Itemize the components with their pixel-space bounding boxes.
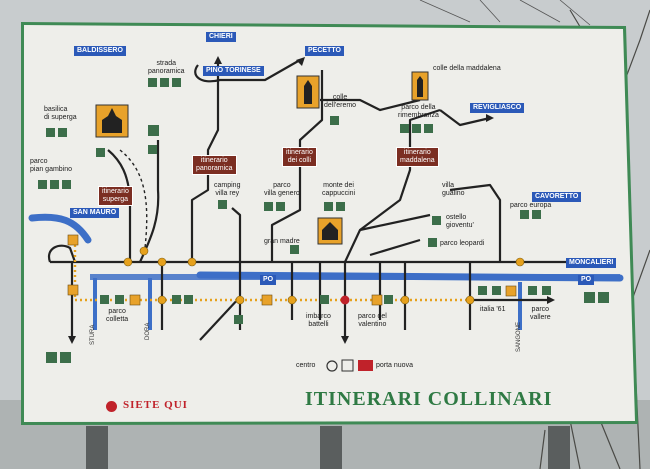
label-chieri: CHIERI bbox=[206, 32, 236, 42]
label-colle-eremo: colle dell'eremo bbox=[324, 94, 357, 109]
post-mid bbox=[320, 426, 342, 469]
yellow-pictograms bbox=[67, 234, 517, 306]
label-strada-panoramica: strada panoramica bbox=[148, 60, 185, 75]
label-centro: centro bbox=[296, 362, 316, 369]
siete-qui-label: SIETE QUI bbox=[123, 399, 188, 411]
label-parco-colletta: parco colletta bbox=[106, 308, 129, 323]
label-baldissero: BALDISSERO bbox=[74, 46, 126, 56]
superga-dashed-route bbox=[119, 149, 148, 249]
label-gran-madre: gran madre bbox=[264, 238, 300, 245]
label-basilica: basilica di superga bbox=[44, 106, 77, 121]
label-parco-leopardi: parco leopardi bbox=[440, 240, 485, 247]
label-po-river: PO bbox=[260, 275, 277, 285]
label-san-mauro: SAN MAURO bbox=[70, 208, 120, 218]
church-icon bbox=[95, 104, 129, 138]
label-revigliasco: REVIGLIASCO bbox=[470, 103, 525, 113]
post-left bbox=[86, 426, 108, 469]
label-monte-cappuccini: monte dei cappuccini bbox=[322, 182, 356, 197]
river-branches bbox=[93, 278, 522, 330]
label-parco-europa: parco europa bbox=[510, 202, 552, 209]
label-cavoretto: CAVORETTO bbox=[532, 192, 582, 202]
statue-icon bbox=[411, 71, 429, 101]
you-are-here-dot bbox=[106, 401, 117, 412]
itinerario-superga: itinerario superga bbox=[98, 186, 133, 206]
post-right bbox=[548, 426, 570, 469]
label-parco-gambino: parco pian gambino bbox=[30, 158, 73, 173]
label-villa-gualino: villa gualino bbox=[442, 182, 465, 197]
tower-icon bbox=[296, 75, 320, 109]
board-title: ITINERARI COLLINARI bbox=[305, 388, 553, 410]
label-camping: camping villa rey bbox=[214, 182, 241, 197]
you-are-here-marker bbox=[340, 295, 350, 305]
label-parco-rimembranza: parco della rimembranza bbox=[398, 104, 439, 119]
label-italia-61: italia '61 bbox=[480, 306, 506, 313]
fs-train-icon bbox=[358, 360, 373, 371]
label-dora: DORA bbox=[145, 322, 151, 340]
label-stura: STURA bbox=[90, 324, 96, 345]
label-pecetto: PECETTO bbox=[305, 46, 344, 56]
label-pino-torinese: PINO TORINESE bbox=[203, 66, 264, 76]
bare-tree-top bbox=[419, 0, 591, 26]
centro-icon bbox=[326, 360, 338, 372]
gran-madre-icon bbox=[317, 217, 343, 245]
label-moncalieri: MONCALIERI bbox=[566, 258, 617, 268]
river-po-lower bbox=[90, 274, 620, 280]
label-parco-villa-genero: parco villa genero bbox=[264, 182, 300, 197]
label-colle-maddalena: colle della maddalena bbox=[433, 65, 501, 72]
label-sangone: SANGONE bbox=[516, 321, 522, 352]
pictogram-squares bbox=[38, 78, 609, 363]
label-ostello: ostello gioventu' bbox=[446, 214, 474, 229]
label-parco-vallere: parco vallere bbox=[530, 306, 551, 321]
info-icon bbox=[341, 359, 354, 372]
itinerario-maddalena: itinerario maddalena bbox=[396, 147, 439, 167]
route-nodes bbox=[123, 246, 525, 305]
label-parco-valentino: parco del valentino bbox=[358, 313, 387, 328]
label-po-river-2: PO bbox=[578, 275, 595, 285]
itinerario-panoramica: itinerario panoramica bbox=[192, 155, 237, 175]
label-porta-nuova: porta nuova bbox=[376, 362, 413, 369]
itinerario-colli: itinerario dei colli bbox=[282, 147, 317, 167]
dotted-route bbox=[73, 245, 470, 302]
label-imbarco-battelli: imbarco battelli bbox=[306, 313, 331, 328]
